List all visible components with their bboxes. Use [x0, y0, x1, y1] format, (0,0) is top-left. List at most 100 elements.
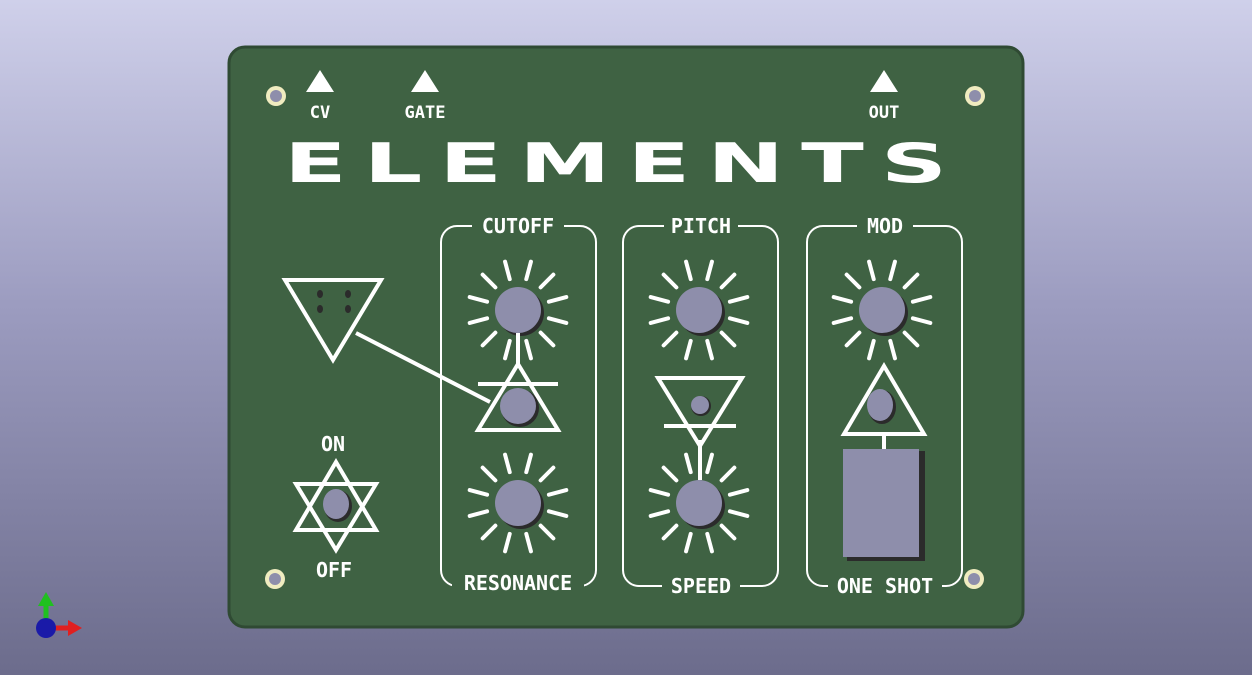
knob-tick	[648, 295, 671, 304]
cutoff-knob-group	[467, 259, 569, 361]
knob-tick	[727, 488, 750, 497]
knob-tick	[719, 330, 737, 348]
knob-tick	[831, 316, 854, 325]
one-shot-label: ONE SHOT	[837, 574, 933, 598]
knob-tick	[524, 452, 533, 475]
knob-tick	[844, 272, 862, 290]
on-off-switch[interactable]	[323, 489, 349, 519]
knob-tick	[538, 465, 556, 483]
knob-tick	[867, 338, 876, 361]
knob-tick	[888, 338, 897, 361]
switch-star-icon	[292, 458, 380, 532]
mod-cv-jack[interactable]	[867, 389, 893, 421]
one-shot-button[interactable]	[843, 449, 919, 557]
knob-tick	[503, 452, 512, 475]
knob-tick	[524, 259, 533, 282]
patch-line	[355, 331, 491, 404]
knob-tick	[467, 295, 490, 304]
knob-tick	[467, 488, 490, 497]
knob-tick	[661, 330, 679, 348]
out-label: OUT	[869, 103, 900, 123]
knob-tick	[727, 295, 750, 304]
resonance-label: RESONANCE	[464, 571, 572, 595]
knob-tick	[480, 272, 498, 290]
knob-tick	[538, 330, 556, 348]
knob-tick	[480, 465, 498, 483]
knob-tick	[684, 338, 693, 361]
y-axis-arrow-icon	[38, 592, 54, 606]
knob-tick	[902, 272, 920, 290]
speed-knob[interactable]	[676, 480, 722, 526]
cutoff-knob[interactable]	[495, 287, 541, 333]
knob-tick	[480, 523, 498, 541]
knob-tick	[684, 259, 693, 282]
speed-label: SPEED	[671, 574, 731, 598]
knob-tick	[648, 509, 671, 518]
panel-title: ELEMENTS	[284, 132, 964, 195]
knob-tick	[902, 330, 920, 348]
knob-tick	[705, 338, 714, 361]
knob-tick	[705, 452, 714, 475]
knob-tick	[705, 259, 714, 282]
resonance-knob[interactable]	[495, 480, 541, 526]
resonance-knob-group	[467, 452, 569, 554]
knob-tick	[546, 488, 569, 497]
knob-tick	[648, 316, 671, 325]
knob-tick	[661, 523, 679, 541]
knob-tick	[844, 330, 862, 348]
axes-gizmo	[36, 592, 82, 638]
knob-tick	[467, 316, 490, 325]
led-pins	[317, 290, 351, 313]
on-label: ON	[321, 432, 345, 456]
mod-knob[interactable]	[859, 287, 905, 333]
gate-label: GATE	[405, 103, 446, 123]
x-axis-arrow-icon	[68, 620, 82, 636]
knob-tick	[888, 259, 897, 282]
knob-tick	[524, 531, 533, 554]
pitch-knob-group	[648, 259, 750, 361]
knob-tick	[661, 272, 679, 290]
knob-tick	[480, 330, 498, 348]
out-jack-arrow-icon	[870, 70, 898, 92]
mounting-holes	[265, 86, 985, 589]
z-axis-icon	[36, 618, 56, 638]
knob-tick	[684, 531, 693, 554]
knob-tick	[538, 523, 556, 541]
knob-tick	[503, 338, 512, 361]
knob-tick	[910, 316, 933, 325]
pitch-knob[interactable]	[676, 287, 722, 333]
led-triangle-icon	[281, 278, 385, 364]
cutoff-label: CUTOFF	[482, 214, 554, 238]
knob-tick	[546, 509, 569, 518]
pitch-label: PITCH	[671, 214, 731, 238]
cv-label: CV	[310, 103, 330, 123]
knob-tick	[661, 465, 679, 483]
knob-tick	[719, 523, 737, 541]
mod-knob-group	[831, 259, 933, 361]
knob-tick	[546, 316, 569, 325]
cv-jack-arrow-icon	[306, 70, 334, 92]
knob-tick	[910, 295, 933, 304]
knob-tick	[503, 531, 512, 554]
cutoff-cv-triangle-icon	[474, 360, 562, 432]
knob-tick	[705, 531, 714, 554]
knob-tick	[503, 259, 512, 282]
knob-tick	[648, 488, 671, 497]
knob-tick	[467, 509, 490, 518]
knob-tick	[867, 259, 876, 282]
knob-tick	[684, 452, 693, 475]
knob-tick	[546, 295, 569, 304]
knob-tick	[727, 316, 750, 325]
gate-jack-arrow-icon	[411, 70, 439, 92]
mod-label: MOD	[867, 214, 903, 238]
pitch-led	[691, 396, 709, 414]
speed-knob-group	[648, 452, 750, 554]
pitch-triangle-icon	[654, 376, 746, 450]
knob-tick	[727, 509, 750, 518]
knob-tick	[719, 272, 737, 290]
pcb-board	[227, 45, 1025, 629]
cutoff-cv-jack[interactable]	[500, 388, 536, 424]
knob-tick	[538, 272, 556, 290]
